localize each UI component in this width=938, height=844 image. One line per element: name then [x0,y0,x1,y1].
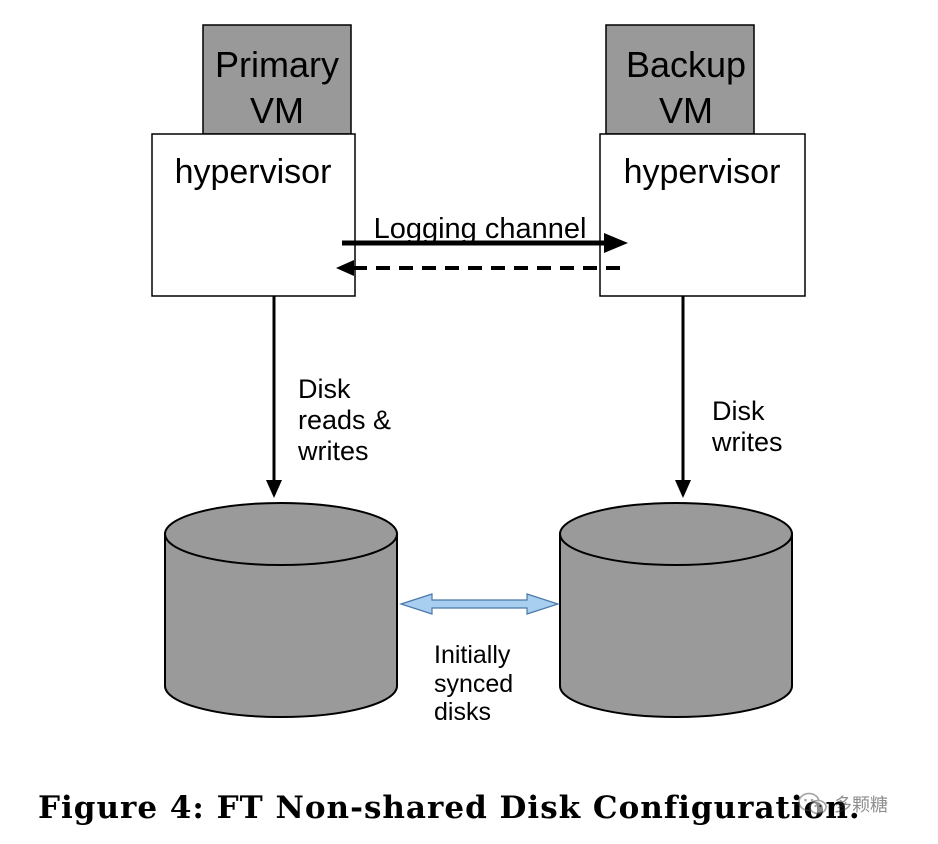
primary-disk-cylinder [164,502,398,718]
sync-double-arrow [399,593,560,615]
primary-disk-io-label-2: reads & [298,405,391,435]
backup-disk-io-label-1: Disk [712,396,765,426]
sync-label-3: disks [434,698,491,726]
watermark: 多颗糖 [798,789,888,819]
sync-label-2: synced [434,670,513,698]
primary-vm-box [202,24,352,135]
backup-vm-label-line2: VM [659,90,713,131]
backup-hypervisor-label: hypervisor [624,153,781,191]
primary-vm-label-line1: Primary [215,44,339,85]
logging-channel-arrowhead [604,233,628,253]
logging-channel-label: Logging channel [374,213,587,245]
backup-disk-io-label-2: writes [711,427,783,457]
primary-disk-io-arrowhead [266,480,282,498]
backup-disk-io-arrowhead [675,480,691,498]
figure-caption: Figure 4: FT Non-shared Disk Configurati… [38,790,861,826]
primary-disk-io-label-3: writes [297,436,369,466]
ack-arrowhead [336,260,354,276]
primary-hypervisor-label: hypervisor [175,153,332,191]
primary-disk-io-label-1: Disk [298,374,351,404]
watermark-text: 多颗糖 [834,795,888,816]
primary-hypervisor-box [151,133,356,297]
sync-label-1: Initially [434,641,511,669]
backup-vm-box [605,24,755,135]
wechat-icon [798,792,827,815]
backup-vm-label-line1: Backup [626,44,746,85]
backup-hypervisor-box [599,133,806,297]
backup-disk-cylinder [559,502,793,718]
primary-vm-label-line2: VM [250,90,304,131]
